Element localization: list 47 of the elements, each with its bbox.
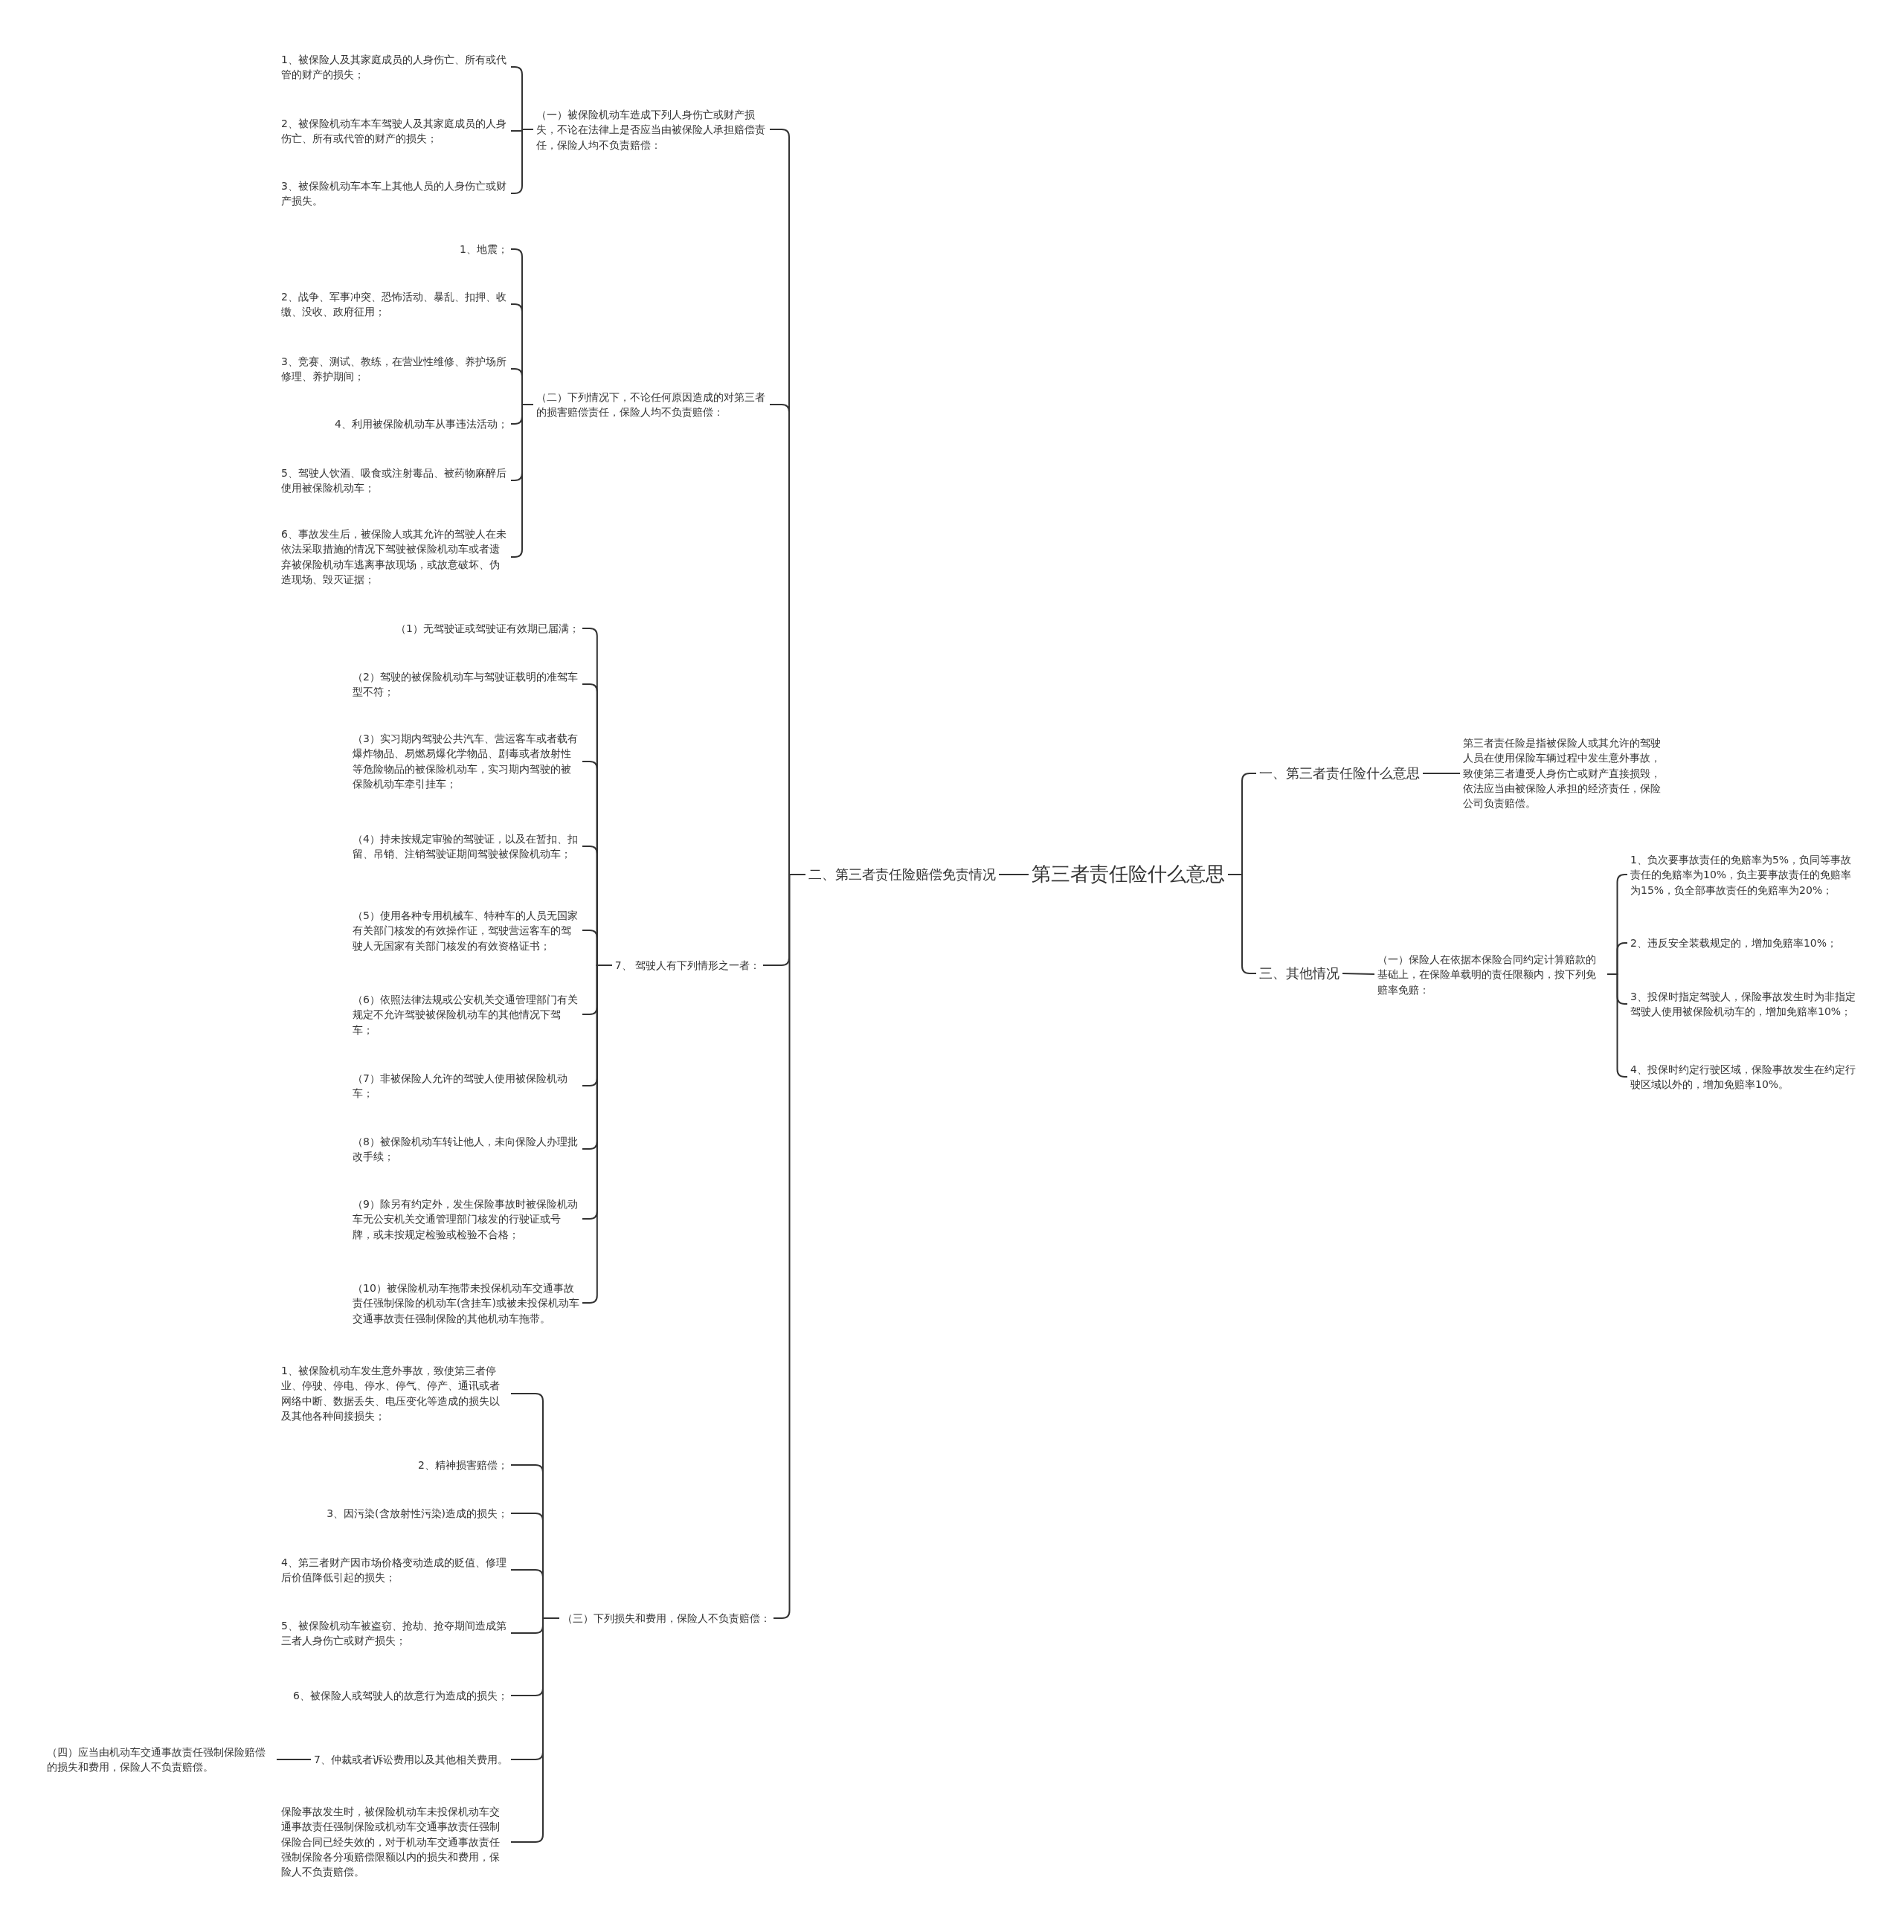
item-text: （4）持未按规定审验的驾驶证，以及在暂扣、扣留、吊销、注销驾驶证期间驾驶被保险机动车； [353,831,579,861]
subtopic-text: （二）下列情况下，不论任何原因造成的对第三者的损害赔偿责任，保险人均不负责赔偿： [536,390,766,419]
item-text: 2、被保险机动车本车驾驶人及其家庭成员的人身伤亡、所有或代管的财产的损失； [281,116,507,146]
subtopic-text: （三）下列损失和费用，保险人不负责赔偿： [562,1611,771,1626]
connector-line [1422,773,1461,774]
item-text: 1、地震； [460,242,508,257]
item-text: （2）驾驶的被保险机动车与驾驶证载明的准驾车型不符； [353,669,579,699]
item-text: 4、第三者财产因市场价格变动造成的贬值、修理后价值降低引起的损失； [281,1555,507,1585]
branch-topic: 三、其他情况 [1259,964,1339,982]
item-text: 3、被保险机动车本车上其他人员的人身伤亡或财产损失。 [281,178,507,208]
item-text: 2、违反安全装载规定的，增加免赔率10%； [1630,936,1838,950]
branch-topic: 一、第三者责任险什么意思 [1259,764,1420,782]
item-text: 7、仲裁或者诉讼费用以及其他相关费用。 [314,1752,508,1767]
item-text: （10）被保险机动车拖带未投保机动车交通事故责任强制保险的机动车(含挂车)或被未投保机动车交通事故责任强制保险的其他机动车拖带。 [353,1281,579,1326]
subtopic-text: 7、 驾驶人有下列情形之一者： [614,958,760,973]
subtopic-text: （一）被保险机动车造成下列人身伤亡或财产损失，不论在法律上是否应当由被保险人承担赔偿责任，保险人均不负责赔偿： [536,107,766,152]
item-text: （1）无驾驶证或驾驶证有效期已届满； [396,621,579,636]
central-topic: 第三者责任险什么意思 [1032,862,1225,887]
item-text: 第三者责任险是指被保险人或其允许的驾驶人员在使用保险车辆过程中发生意外事故，致使第三者遭受人身伤亡或财产直接损毁，依法应当由被保险人承担的经济责任，保险公司负责赔偿。 [1463,736,1662,811]
item-text: （5）使用各种专用机械车、特种车的人员无国家有关部门核发的有效操作证，驾驶营运客车的驾驶人无国家有关部门核发的有效资格证书； [353,908,579,953]
item-text: 1、负次要事故责任的免赔率为5%，负同等事故责任的免赔率为10%，负主要事故责任的免赔率为15%，负全部事故责任的免赔率为20%； [1630,852,1853,898]
item-text: （3）实习期内驾驶公共汽车、营运客车或者载有爆炸物品、易燃易爆化学物品、剧毒或者放射性等危险物品的被保险机动车，实习期内驾驶的被保险机动车牵引挂车； [353,732,579,792]
connector-line [1342,973,1375,975]
connector-line [510,1617,560,1843]
item-text: 3、因污染(含放射性污染)造成的损失； [327,1506,508,1521]
item-text: （四）应当由机动车交通事故责任强制保险赔偿的损失和费用，保险人不负责赔偿。 [47,1745,266,1774]
item-text: 3、投保时指定驾驶人，保险事故发生时为非指定驾驶人使用被保险机动车的，增加免赔率10%； [1630,989,1856,1019]
connector-line [998,874,1029,875]
branch-topic: 二、第三者责任险赔偿免责情况 [808,865,996,883]
item-text: 5、驾驶人饮酒、吸食或注射毒品、被药物麻醉后使用被保险机动车； [281,466,507,495]
item-text: （6）依照法律法规或公安机关交通管理部门有关规定不允许驾驶被保险机动车的其他情况下驾车； [353,992,579,1037]
item-text: 2、战争、军事冲突、恐怖活动、暴乱、扣押、收缴、没收、政府征用； [281,289,507,319]
item-text: 2、精神损害赔偿； [418,1458,508,1472]
item-text: 1、被保险人及其家庭成员的人身伤亡、所有或代管的财产的损失； [281,52,507,82]
item-text: （7）非被保险人允许的驾驶人使用被保险机动车； [353,1071,568,1101]
connector-line [276,1759,312,1760]
item-text: （8）被保险机动车转让他人，未向保险人办理批改手续； [353,1134,579,1164]
item-text: 6、事故发生后，被保险人或其允许的驾驶人在未依法采取措施的情况下驾驶被保险机动车或者遗弃被保险机动车逃离事故现场，或故意破坏、伪造现场、毁灭证据； [281,527,507,587]
item-text: 5、被保险机动车被盗窃、抢劫、抢夺期间造成第三者人身伤亡或财产损失； [281,1618,507,1648]
subtopic-text: （一）保险人在依据本保险合同约定计算赔款的基础上，在保险单载明的责任限额内，按下列免赔率免赔： [1377,952,1597,997]
item-text: 4、投保时约定行驶区域，保险事故发生在约定行驶区域以外的，增加免赔率10%。 [1630,1062,1856,1092]
item-text: 6、被保险人或驾驶人的故意行为造成的损失； [293,1688,508,1703]
item-text: 保险事故发生时，被保险机动车未投保机动车交通事故责任强制保险或机动车交通事故责任强制保险合同已经失效的，对于机动车交通事故责任强制保险各分项赔偿限额以内的损失和费用，保险人不负责赔偿。 [281,1805,501,1880]
item-text: （9）除另有约定外，发生保险事故时被保险机动车无公安机关交通管理部门核发的行驶证或号牌，或未按规定检验或检验不合格； [353,1197,579,1242]
item-text: 1、被保险机动车发生意外事故，致使第三者停业、停驶、停电、停水、停气、停产、通讯或者网络中断、数据丢失、电压变化等造成的损失以及其他各种间接损失； [281,1364,501,1424]
item-text: 4、利用被保险机动车从事违法活动； [335,416,508,431]
item-text: 3、竞赛、测试、教练，在营业性维修、养护场所修理、养护期间； [281,354,507,384]
